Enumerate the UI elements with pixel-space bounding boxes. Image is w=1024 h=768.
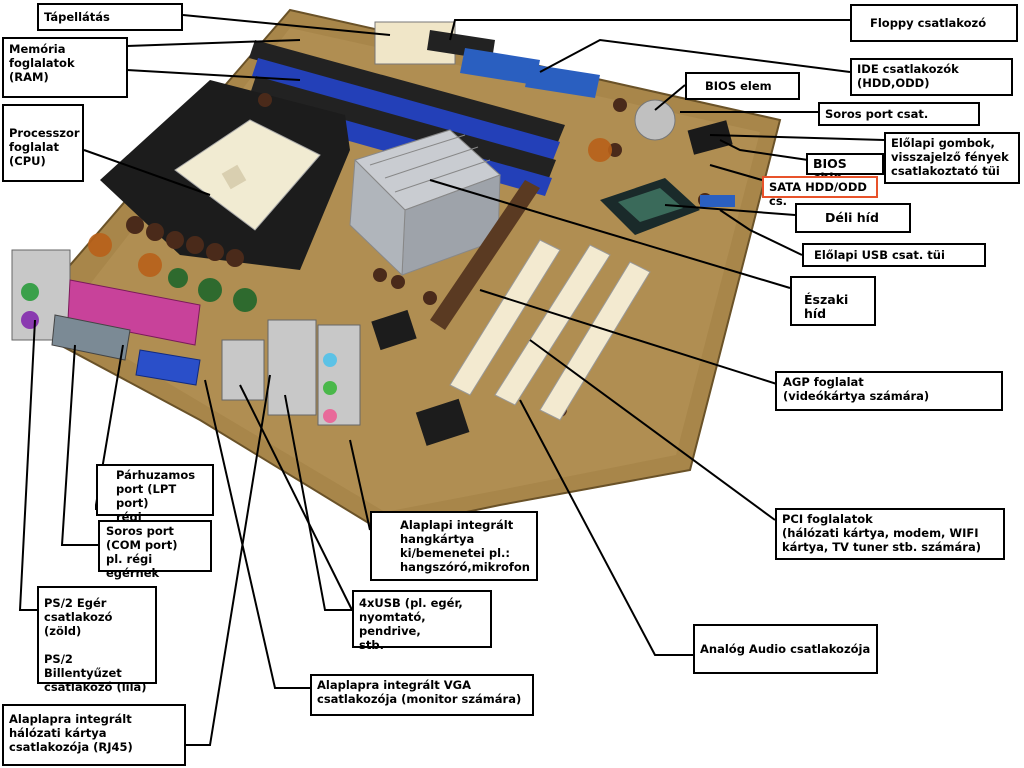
label-pci: PCI foglalatok (hálózati kártya, modem, … — [775, 508, 1005, 560]
label-memoria: Memória foglalatok (RAM) — [2, 37, 128, 98]
label-analog-audio: Analóg Audio csatlakozója — [693, 624, 878, 674]
agp-slot — [430, 180, 540, 330]
label-eszaki-hid: Északi híd — [790, 276, 876, 326]
label-floppy: Floppy csatlakozó — [850, 4, 1018, 42]
lan-chip — [415, 398, 470, 446]
label-bios-chip: BIOS chip — [806, 153, 884, 185]
label-usb4x: 4xUSB (pl. egér, nyomtató, pendrive, stb… — [352, 590, 492, 652]
label-usb-tui: Előlapi USB csat. tüi — [802, 243, 986, 267]
label-halozati: Alaplapra integrált hálózati kártya csat… — [2, 704, 186, 766]
label-bios-elem: BIOS elem — [685, 72, 800, 100]
com-port — [51, 314, 131, 361]
label-elolapi-gombok: Előlapi gombok, visszajelző fények csatl… — [884, 132, 1020, 184]
bios-battery — [634, 99, 676, 141]
label-deli-hid: Déli híd — [795, 203, 911, 233]
rj45-usb-stack — [267, 319, 317, 416]
audio-chip — [371, 309, 417, 351]
pci-slots — [449, 239, 651, 421]
label-agp: AGP foglalat (videókártya számára) — [775, 371, 1003, 411]
label-sata: SATA HDD/ODD cs. — [762, 176, 878, 208]
cpu-socket-shape — [174, 119, 321, 231]
label-parhuzamos: Párhuzamos port (LPT port) régi nyomtató — [96, 464, 214, 538]
ide-connector-shape-1 — [460, 48, 540, 85]
label-com: Soros port (COM port) pl. régi egérnek — [98, 520, 212, 580]
label-processzor: Processzor foglalat (CPU) — [2, 104, 84, 182]
audio-jack-stack — [317, 324, 361, 426]
label-ide: IDE csatlakozók (HDD,ODD) — [850, 58, 1013, 96]
bios-chip-shape — [687, 120, 733, 155]
label-vga: Alaplapra integrált VGA csatlakozója (mo… — [310, 674, 534, 716]
lpt-port — [67, 279, 201, 346]
label-hangkartya: Alaplapi integrált hangkártya ki/bemenet… — [370, 511, 538, 581]
label-ps2: PS/2 Egér csatlakozó (zöld) PS/2 Billent… — [37, 586, 157, 694]
vga-port — [135, 349, 201, 386]
label-tapellatas: Tápellátás — [37, 3, 183, 31]
ide-connector-shape-2 — [525, 64, 600, 98]
label-soros-port-csat: Soros port csat. — [818, 102, 980, 126]
